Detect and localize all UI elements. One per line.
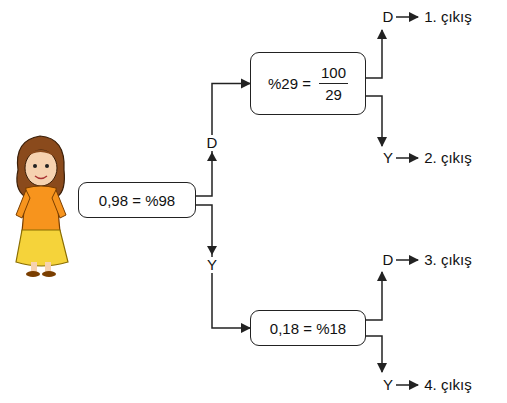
girl-illustration <box>16 136 68 277</box>
edge-label: D <box>205 135 220 151</box>
denominator: 29 <box>325 84 342 103</box>
percent-box: 0,18 = %18 <box>250 310 366 346</box>
fraction: 10029 <box>319 64 348 103</box>
exit-arrows <box>366 17 418 385</box>
expression-text: 0,98 = %98 <box>99 192 175 209</box>
branch-arrow <box>196 84 250 197</box>
percent-box: 0,98 = %98 <box>78 182 196 218</box>
expression-text: %29 = <box>268 75 311 92</box>
branch-label: 1. çıkış <box>422 9 474 25</box>
expression-text: 0,18 = %18 <box>270 320 346 337</box>
branch-label: 2. çıkış <box>422 150 474 166</box>
branch-label: Y <box>381 150 395 166</box>
branch-label: D <box>381 252 396 268</box>
numerator: 100 <box>319 64 348 84</box>
branch-label: 4. çıkış <box>422 377 474 393</box>
branch-label: Y <box>381 377 395 393</box>
fraction-box: %29 = 10029 <box>250 52 366 115</box>
edge-label: Y <box>205 257 219 273</box>
branch-label: D <box>381 9 396 25</box>
branch-label: 3. çıkış <box>422 252 474 268</box>
branch-arrow <box>196 205 250 328</box>
